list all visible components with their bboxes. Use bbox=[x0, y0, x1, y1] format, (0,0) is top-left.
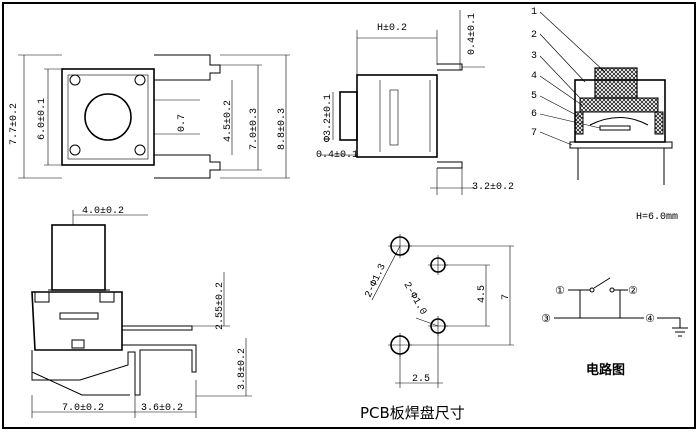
pcb-layout: 2-Φ1.3 2-Φ1.0 4.5 7 2.5 PCB板焊盘尺寸 bbox=[360, 234, 514, 422]
pcb-title: PCB板焊盘尺寸 bbox=[360, 404, 465, 422]
dim-7-pcb: 7 bbox=[501, 294, 512, 300]
top-view-body bbox=[61, 68, 155, 166]
corner-hole bbox=[69, 74, 81, 86]
dim-0-7: 0.7 bbox=[177, 114, 188, 132]
front-pin-leg bbox=[31, 344, 197, 396]
side-body bbox=[356, 74, 438, 158]
side-view: H±0.2 0.4±0.1 Φ3.2±0.1 0.4±0.1 3.2±0.2 bbox=[316, 10, 514, 195]
dim-3-6: 3.6±0.2 bbox=[141, 403, 183, 414]
dim-2-55: 2.55±0.2 bbox=[215, 282, 226, 330]
section-plunger bbox=[594, 67, 638, 99]
top-view: 7.7±0.2 6.0±0.1 0.7 4.5±0.2 7.0±0.3 8.8±… bbox=[9, 54, 290, 179]
callout-6: 6 bbox=[531, 109, 537, 120]
height-note: H=6.0mm bbox=[636, 212, 678, 223]
callout-7: 7 bbox=[531, 128, 537, 139]
button-circle bbox=[84, 93, 132, 141]
front-view: 4.0±0.2 2.55±0.2 3.8±0.2 7.0±0.2 3.6±0.2 bbox=[31, 206, 252, 418]
pin-bottom bbox=[154, 154, 221, 179]
callout-1: 1 bbox=[531, 7, 537, 18]
pin-4: ④ bbox=[645, 313, 655, 325]
pin-3: ③ bbox=[541, 313, 551, 325]
front-plunger bbox=[51, 224, 106, 291]
callout-4: 4 bbox=[531, 71, 537, 82]
dim-hole-1-0: 2-Φ1.0 bbox=[401, 281, 429, 318]
dim-dia-3-2: Φ3.2±0.1 bbox=[323, 94, 334, 142]
side-plunger bbox=[339, 91, 358, 141]
dim-3-2: 3.2±0.2 bbox=[472, 182, 514, 193]
callout-2: 2 bbox=[531, 30, 537, 41]
side-pin-top bbox=[437, 63, 463, 71]
callout-5: 5 bbox=[531, 91, 537, 102]
circuit-diagram: ① ② ③ ④ 电路图 bbox=[541, 277, 688, 378]
dim-3-8: 3.8±0.2 bbox=[237, 348, 248, 390]
dim-4-5-pcb: 4.5 bbox=[477, 285, 488, 303]
corner-hole bbox=[69, 144, 81, 156]
dim-hole-1-3: 2-Φ1.3 bbox=[364, 262, 389, 299]
dim-4-0: 4.0±0.2 bbox=[82, 206, 124, 217]
switch-contact bbox=[593, 277, 611, 289]
circuit-title: 电路图 bbox=[586, 362, 625, 378]
front-body bbox=[31, 291, 123, 351]
dim-7-0-bottom: 7.0±0.2 bbox=[62, 403, 104, 414]
dim-4-5: 4.5±0.2 bbox=[223, 100, 234, 142]
corner-hole bbox=[134, 74, 146, 86]
callout-3: 3 bbox=[531, 51, 537, 62]
pin-1: ① bbox=[555, 285, 565, 297]
section-dome bbox=[579, 97, 659, 113]
dim-0-4-top: 0.4±0.1 bbox=[467, 13, 478, 55]
corner-hole bbox=[134, 144, 146, 156]
dim-h: H±0.2 bbox=[377, 23, 407, 34]
dim-7-0: 7.0±0.3 bbox=[249, 108, 260, 150]
dim-7-7: 7.7±0.2 bbox=[9, 103, 20, 145]
pin-top bbox=[154, 54, 221, 81]
front-pin-flat bbox=[122, 325, 193, 331]
dim-6-0: 6.0±0.1 bbox=[37, 98, 48, 140]
section-view: 1 2 3 4 5 6 7 H=6.0mm bbox=[531, 7, 678, 223]
dim-0-4-bottom: 0.4±0.1 bbox=[316, 150, 358, 161]
pin-2: ② bbox=[628, 285, 638, 297]
dim-8-8: 8.8±0.3 bbox=[277, 108, 288, 150]
side-pin-bottom bbox=[437, 161, 463, 169]
top-view-inner bbox=[67, 74, 149, 160]
dim-2-5: 2.5 bbox=[412, 374, 430, 385]
